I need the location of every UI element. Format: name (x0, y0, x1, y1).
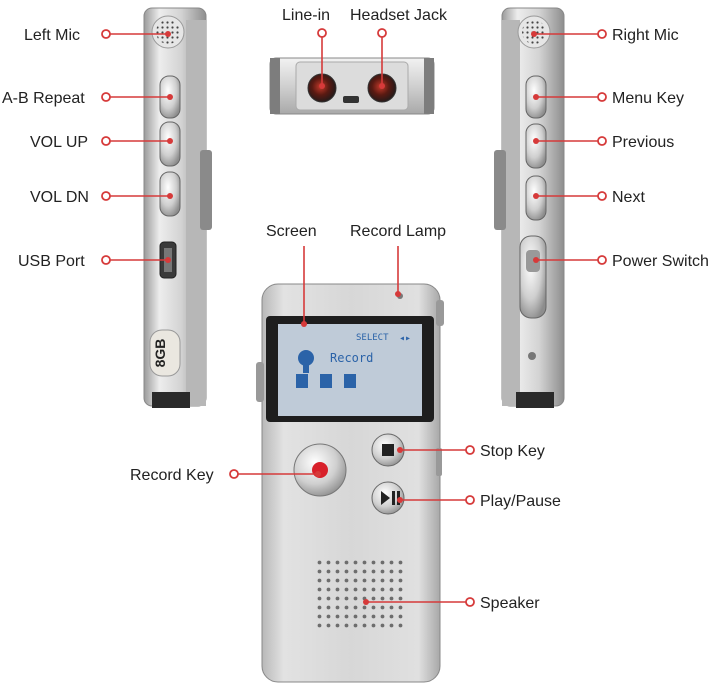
mini-usb-slot (343, 96, 359, 103)
label-stop-key: Stop Key (480, 443, 545, 460)
right-side-view (494, 7, 565, 408)
lcd-icon-2 (320, 374, 332, 388)
callout-menu-key: Menu Key (533, 90, 684, 107)
label-menu-key: Menu Key (612, 90, 684, 107)
lcd-header: SELECT (356, 333, 389, 343)
lcd-screen (278, 324, 422, 416)
label-headset-jack: Headset Jack (350, 7, 448, 24)
label-screen: Screen (266, 223, 317, 240)
callout-power-switch: Power Switch (533, 253, 709, 270)
top-end-view (269, 57, 435, 115)
callout-play-pause: Play/Pause (397, 493, 561, 510)
lcd-icon-1 (296, 374, 308, 388)
label-right-mic: Right Mic (612, 27, 679, 44)
previous-button[interactable] (525, 123, 547, 169)
lcd-icon-3 (344, 374, 356, 388)
label-power-switch: Power Switch (612, 253, 709, 270)
callout-vol-dn: VOL DN (30, 189, 173, 206)
callout-next: Next (533, 189, 645, 206)
lcd-arrow-icon: ◂▸ (399, 333, 411, 344)
speaker-grille (316, 560, 406, 632)
label-play-pause: Play/Pause (480, 493, 561, 510)
callout-speaker: Speaker (363, 595, 540, 612)
label-left-mic: Left Mic (24, 27, 80, 44)
callout-headset-jack: Headset Jack (350, 7, 448, 89)
callout-record-key: Record Key (130, 467, 321, 484)
label-next: Next (612, 189, 645, 206)
power-switch[interactable] (519, 235, 547, 319)
play-pause-icon (381, 491, 400, 505)
callout-ab-repeat: A-B Repeat (2, 90, 173, 107)
capacity-badge: 8GB (149, 329, 181, 377)
callouts: Left Mic A-B Repeat VOL UP VOL DN USB Po… (2, 7, 709, 612)
callout-right-mic: Right Mic (531, 27, 679, 44)
callout-stop-key: Stop Key (397, 443, 545, 460)
label-speaker: Speaker (480, 595, 540, 612)
left-side-view: 8GB (143, 7, 212, 408)
label-line-in: Line-in (282, 7, 330, 24)
label-record-key: Record Key (130, 467, 214, 484)
label-vol-up: VOL UP (30, 134, 88, 151)
label-previous: Previous (612, 134, 674, 151)
callout-screen: Screen (266, 223, 317, 327)
label-record-lamp: Record Lamp (350, 223, 446, 240)
label-usb-port: USB Port (18, 253, 85, 270)
callout-usb-port: USB Port (18, 253, 171, 270)
callout-record-lamp: Record Lamp (350, 223, 446, 297)
lcd-item: Record (330, 351, 373, 365)
capacity-badge-text: 8GB (152, 339, 168, 368)
callout-vol-up: VOL UP (30, 134, 173, 151)
stop-icon (382, 444, 394, 456)
callout-left-mic: Left Mic (24, 27, 171, 44)
front-view: SELECT ◂▸ Record (256, 283, 444, 683)
callout-line-in: Line-in (282, 7, 330, 89)
label-ab-repeat: A-B Repeat (2, 90, 85, 107)
lcd-mic-icon (298, 350, 314, 366)
label-vol-dn: VOL DN (30, 189, 89, 206)
callout-previous: Previous (533, 134, 674, 151)
